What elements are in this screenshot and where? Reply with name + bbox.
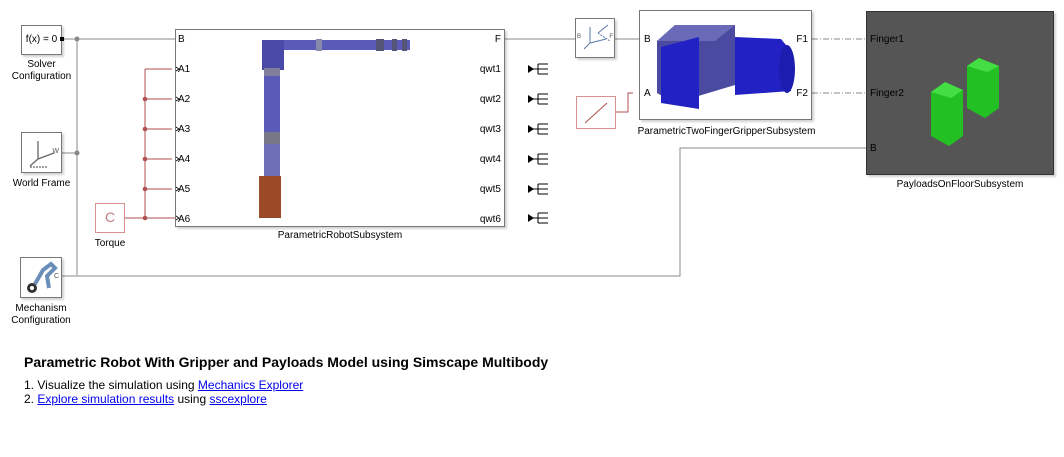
ramp-icon	[584, 102, 608, 124]
robot-port-qwt4: qwt4	[479, 154, 501, 165]
robot-port-a1: A1	[178, 64, 191, 75]
robot-arm-render	[259, 39, 410, 218]
model-title: Parametric Robot With Gripper and Payloa…	[24, 354, 549, 370]
instruction-step-2: 2. Explore simulation results using ssce…	[24, 392, 267, 406]
payloads-subsystem-label: PayloadsOnFloorSubsystem	[896, 179, 1024, 190]
robot-port-qwt5: qwt5	[479, 184, 501, 195]
robot-port-a3: A3	[178, 124, 191, 135]
ramp-source-block[interactable]	[576, 96, 616, 129]
mechanism-configuration-block[interactable]: C	[20, 257, 62, 298]
world-frame-block[interactable]: W	[21, 132, 62, 173]
robot-input-arrows	[172, 30, 184, 233]
gripper-subsystem-label: ParametricTwoFingerGripperSubsystem	[637, 126, 816, 137]
transform-frames-icon	[583, 24, 611, 50]
robot-port-a2: A2	[178, 94, 191, 105]
torque-label: Torque	[94, 238, 126, 249]
torque-block[interactable]: C	[95, 203, 125, 233]
mechanism-gear-arm-icon	[27, 261, 58, 293]
payloads-subsystem-block[interactable]: Finger1 Finger2 B	[866, 11, 1054, 175]
gripper-port-b: B	[644, 34, 651, 45]
robot-port-a6: A6	[178, 214, 191, 225]
solver-configuration-block[interactable]: f(x) = 0	[21, 25, 64, 55]
payload-cubes-render	[931, 58, 999, 146]
gripper-fingers-render	[657, 25, 795, 109]
robot-port-qwt1: qwt1	[479, 64, 501, 75]
payloads-port-b: B	[870, 143, 877, 154]
mechanics-explorer-link[interactable]: Mechanics Explorer	[197, 378, 304, 392]
sscexplore-link[interactable]: sscexplore	[209, 392, 267, 406]
robot-subsystem-label: ParametricRobotSubsystem	[277, 230, 403, 241]
gripper-port-f1: F1	[796, 34, 808, 45]
payloads-port-finger2: Finger2	[870, 88, 904, 99]
gripper-subsystem-block[interactable]: B A F1 F2	[639, 10, 812, 120]
rigid-transform-block[interactable]: B F	[575, 18, 615, 58]
robot-port-b: B	[178, 34, 185, 45]
solver-port-icon	[60, 37, 64, 41]
parametric-robot-subsystem-block[interactable]: B A1 A2 A3 A4 A5 A6 F qwt1 qwt2 qwt3 qwt…	[172, 29, 505, 227]
robot-port-qwt3: qwt3	[479, 124, 501, 135]
explore-results-link[interactable]: Explore simulation results	[37, 392, 175, 406]
robot-port-a4: A4	[178, 154, 191, 165]
solver-equation: f(x) = 0	[25, 34, 58, 45]
gripper-port-f2: F2	[796, 88, 808, 99]
torque-c-icon: C	[104, 209, 116, 225]
robot-port-f: F	[494, 34, 501, 45]
robot-port-a5: A5	[178, 184, 191, 195]
world-frame-axes-icon	[29, 141, 55, 168]
wire-mechanism-payloads	[62, 147, 866, 277]
instruction-step-1: 1. Visualize the simulation using Mechan…	[24, 378, 304, 392]
world-frame-label: World Frame	[12, 178, 71, 189]
payloads-port-finger1: Finger1	[870, 34, 904, 45]
robot-port-qwt2: qwt2	[479, 94, 501, 105]
gripper-port-a: A	[644, 88, 651, 99]
robot-port-qwt6: qwt6	[479, 214, 501, 225]
instructions-list: 1. Visualize the simulation using Mechan…	[24, 378, 303, 406]
